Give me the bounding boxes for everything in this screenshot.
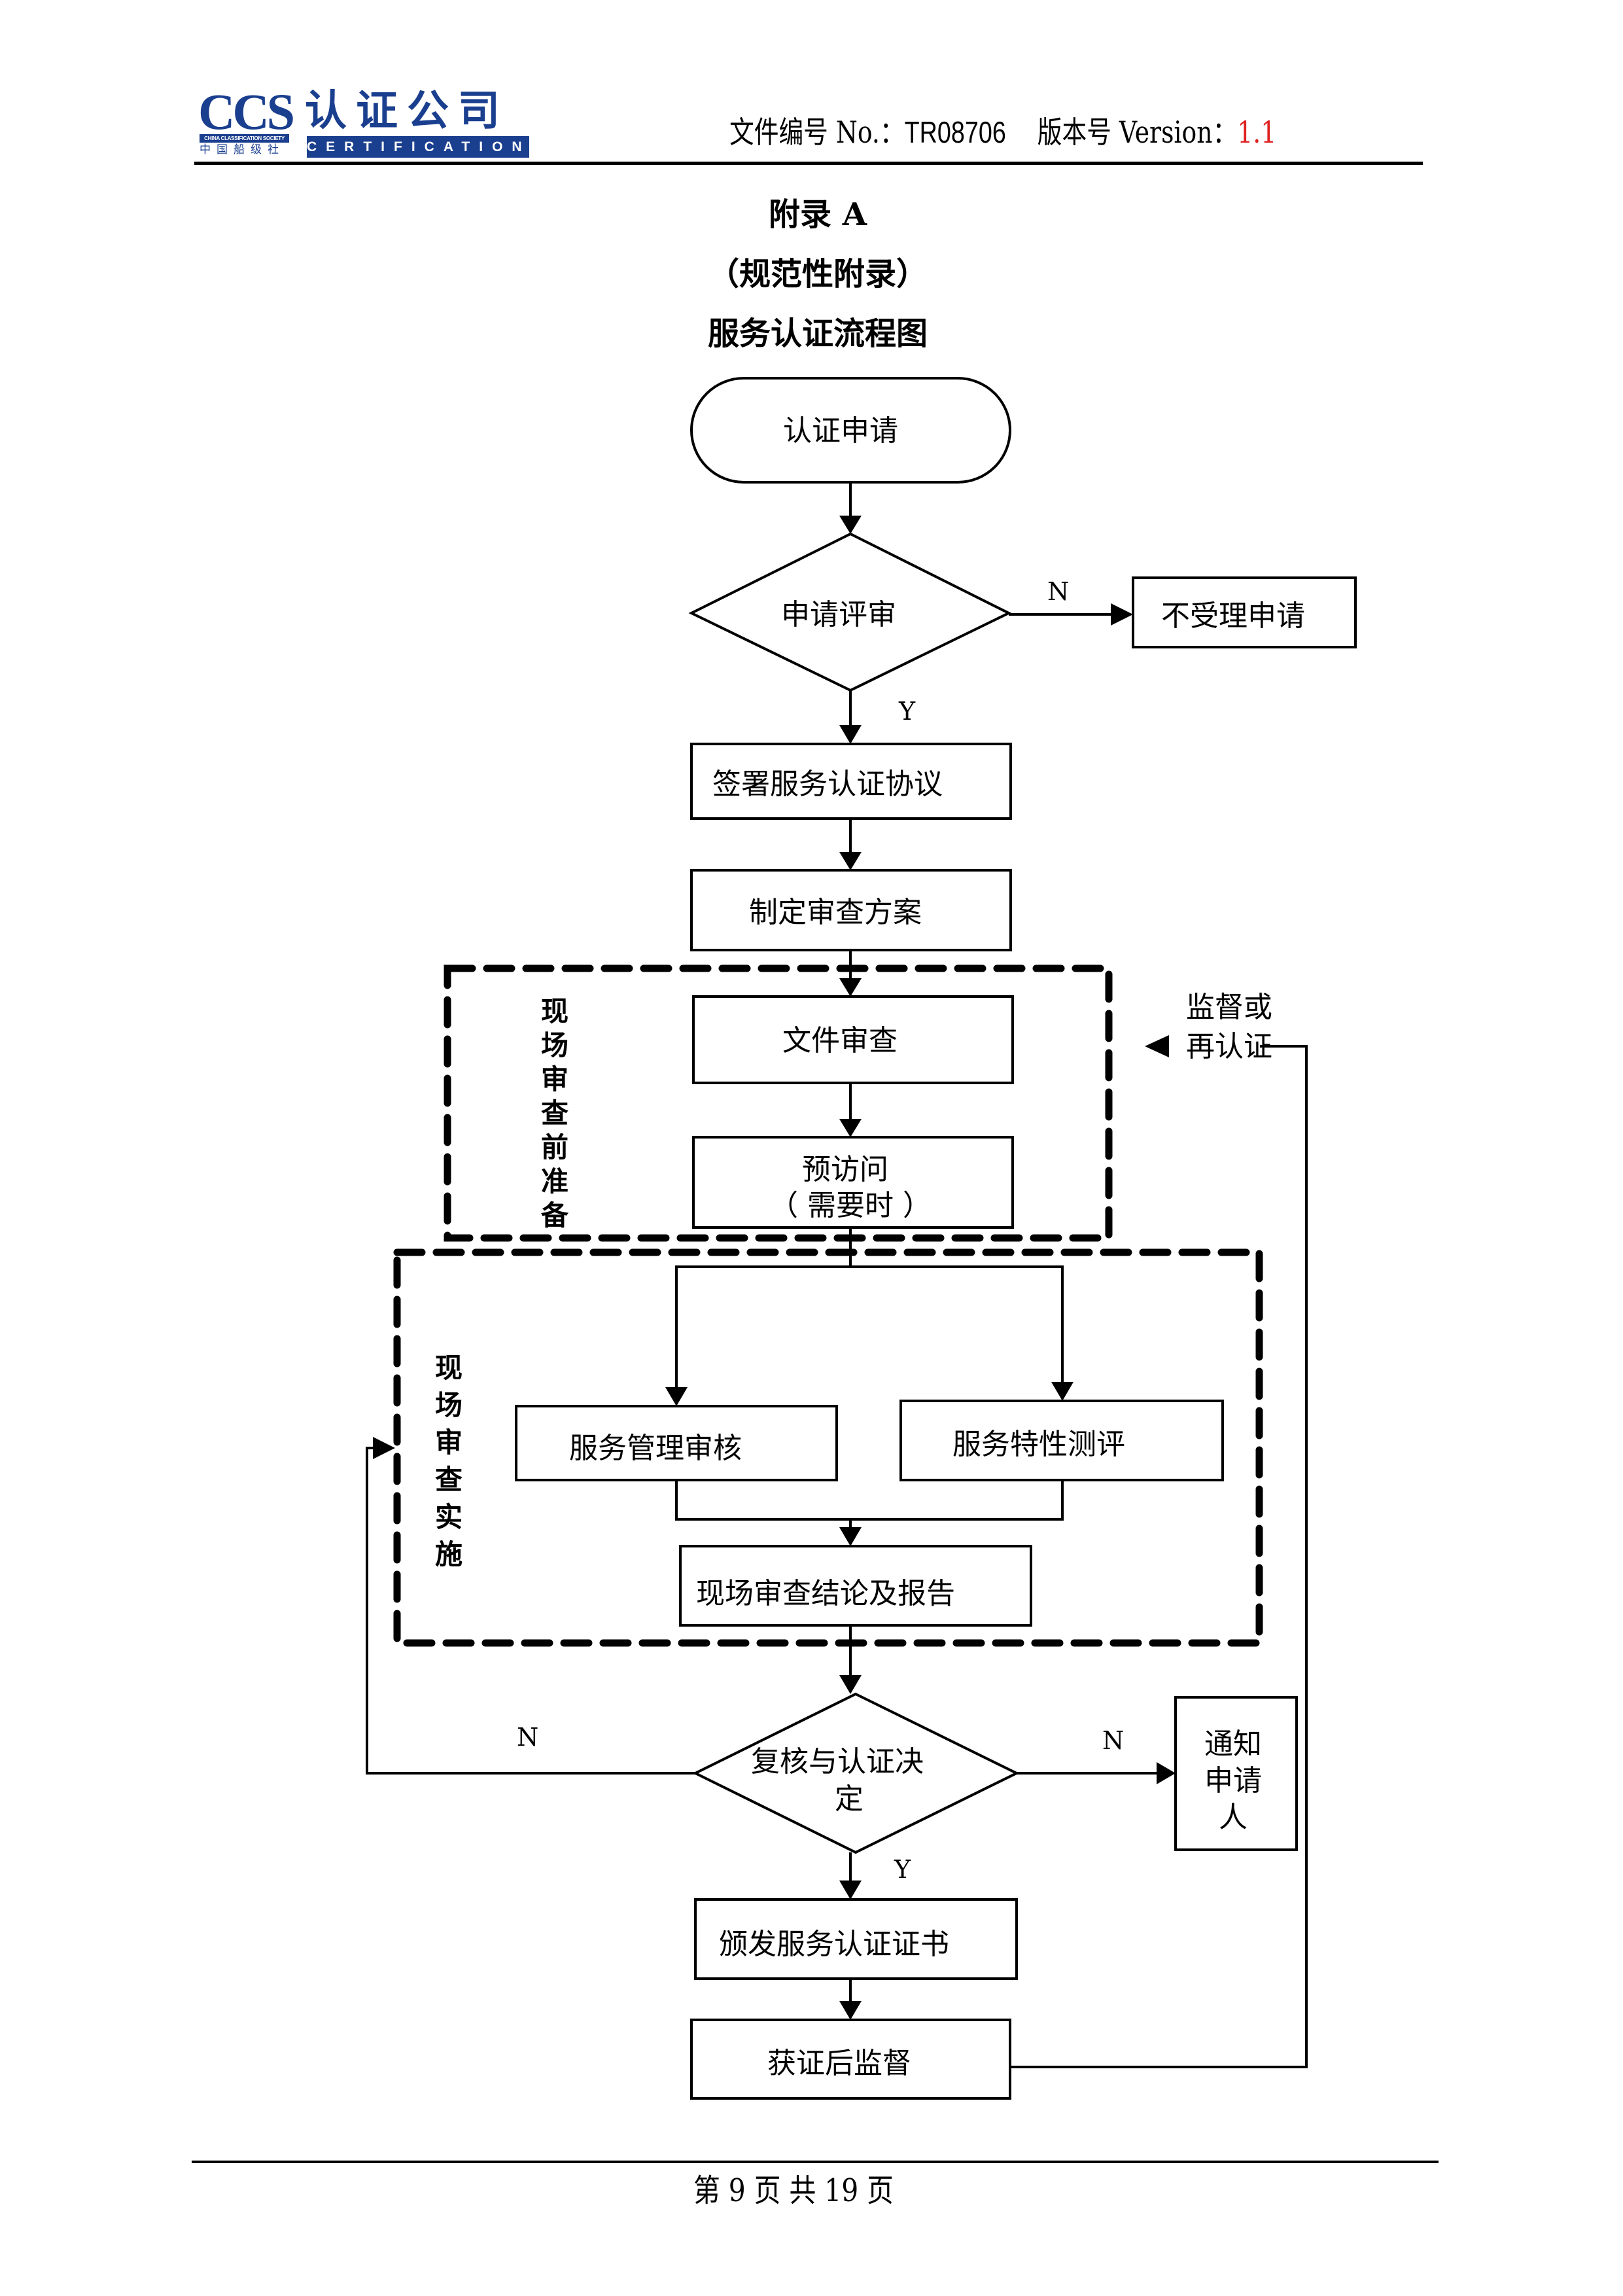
- logo-ccs: CCS: [198, 83, 295, 140]
- logo-company-en: CERTIFICATION: [307, 136, 529, 158]
- edge-label-decision-yes: Y: [894, 1855, 911, 1884]
- page-label-prefix: 第: [693, 2172, 720, 2209]
- group-onsite-border: [393, 1248, 1263, 1647]
- page-label-suffix: 页: [867, 2172, 894, 2209]
- edge-supervise-return: [1010, 1045, 1308, 2068]
- node-conclusion-shape: [679, 1545, 1032, 1627]
- edge-split-char: [850, 1265, 1064, 1383]
- arrowhead: [839, 1119, 862, 1137]
- node-apply-shape: [690, 377, 1011, 484]
- node-notify-label-2: 申请: [1204, 1764, 1262, 1797]
- arrowhead: [373, 1437, 395, 1459]
- node-reject-shape: [1132, 576, 1357, 648]
- group-label-char: 场: [541, 1029, 568, 1061]
- node-sign-label: 签署服务认证协议: [712, 768, 943, 801]
- arrowhead: [839, 2001, 862, 2020]
- page-indicator: 第 9 页 共 19 页: [693, 2171, 905, 2210]
- group-label-char: 备: [541, 1199, 569, 1231]
- node-notify-label-3: 人: [1219, 1801, 1248, 1834]
- node-decision-shape: [692, 1692, 1020, 1854]
- arrowhead: [839, 1675, 862, 1694]
- group-label-char: 前: [541, 1131, 568, 1163]
- node-decision-label-1: 复核与认证决: [751, 1745, 924, 1778]
- node-supervise-shape: [690, 2019, 1011, 2100]
- arrowhead: [665, 1387, 688, 1406]
- node-plan-shape: [690, 869, 1012, 951]
- doc-no-label: 文件编号 No.：: [729, 115, 905, 150]
- node-conclusion-label: 现场审查结论及报告: [696, 1577, 955, 1610]
- appendix-type: （规范性附录）: [707, 256, 928, 292]
- version-label: 版本号 Version：: [1037, 115, 1238, 150]
- arrowhead: [839, 1881, 862, 1899]
- node-apply-label: 认证申请: [783, 414, 898, 448]
- doc-no: TR08706: [904, 115, 1006, 149]
- group-label-char: 现: [541, 995, 568, 1027]
- node-review-shape: [688, 532, 1012, 692]
- node-issue-shape: [694, 1898, 1018, 1980]
- node-previsit-label-2: （ 需要时 ）: [769, 1189, 932, 1222]
- edge-previsit-split: [675, 1227, 852, 1388]
- page-label-mid: 页 共: [754, 2172, 816, 2209]
- document-meta: 文件编号 No.：TR08706 版本号 Version：1.1: [729, 114, 1276, 150]
- node-previsit-label-1: 预访问: [802, 1153, 888, 1186]
- node-reject-label: 不受理申请: [1161, 599, 1305, 633]
- group-label-char: 现: [435, 1352, 462, 1384]
- node-previsit-shape: [692, 1136, 1014, 1229]
- node-sign-shape: [690, 743, 1012, 820]
- edge-label-decision-no-right: N: [1102, 1726, 1124, 1755]
- edge-decision-no-left: [366, 1447, 695, 1775]
- footer-rule: [192, 2161, 1439, 2163]
- arrowhead: [1051, 1382, 1073, 1401]
- node-docreview-shape: [692, 995, 1014, 1084]
- logo-society-cn: 中国船级社: [200, 143, 285, 156]
- diagram-title: 服务认证流程图: [707, 315, 928, 352]
- page-number: 9: [728, 2172, 746, 2209]
- edge-label-review-yes: Y: [898, 697, 916, 726]
- node-supervise-label: 获证后监督: [767, 2047, 911, 2080]
- node-decision-label-2: 定: [835, 1782, 864, 1816]
- node-notify-label-1: 通知: [1204, 1727, 1262, 1761]
- group-label-char: 实: [435, 1501, 462, 1533]
- version-value: 1.1: [1237, 115, 1277, 150]
- group-label-char: 场: [435, 1389, 462, 1421]
- group-label-char: 准: [541, 1165, 568, 1197]
- edge-label-review-no: N: [1047, 577, 1069, 606]
- appendix-title: 附录 A: [769, 196, 867, 233]
- arrowhead: [1111, 603, 1133, 626]
- page-total: 19: [824, 2172, 859, 2209]
- logo-society-en: CHINA CLASSIFICATION SOCIETY: [200, 134, 289, 143]
- arrowhead: [839, 978, 862, 997]
- arrowhead: [839, 1527, 862, 1546]
- node-mgmt-label: 服务管理审核: [569, 1432, 742, 1465]
- edge-merge: [675, 1480, 1064, 1521]
- arrowhead: [1157, 1762, 1176, 1784]
- node-mgmt-shape: [515, 1405, 838, 1481]
- side-label-2: 再认证: [1186, 1030, 1272, 1063]
- arrowhead: [839, 852, 862, 870]
- node-docreview-label: 文件审查: [782, 1024, 898, 1057]
- node-char-shape: [899, 1400, 1224, 1481]
- group-label-char: 施: [435, 1538, 462, 1570]
- side-label-1: 监督或: [1186, 991, 1272, 1024]
- node-plan-label: 制定审查方案: [749, 896, 922, 929]
- group-label-char: 审: [435, 1426, 462, 1458]
- group-label-char: 查: [435, 1464, 462, 1496]
- arrowhead: [839, 516, 862, 534]
- node-issue-label: 颁发服务认证证书: [719, 1928, 949, 1961]
- edge-label-decision-no-left: N: [517, 1723, 538, 1752]
- group-label-char: 查: [541, 1097, 568, 1129]
- node-review-label: 申请评审: [781, 598, 896, 631]
- node-char-label: 服务特性测评: [952, 1428, 1125, 1461]
- arrowhead-return: [1145, 1035, 1169, 1057]
- header-rule: [194, 162, 1423, 165]
- group-label-char: 审: [541, 1063, 568, 1095]
- node-notify-shape: [1174, 1696, 1298, 1851]
- logo-company-cn: 认证公司: [305, 87, 509, 135]
- arrowhead: [839, 725, 862, 744]
- group-prep-border: [444, 964, 1113, 1242]
